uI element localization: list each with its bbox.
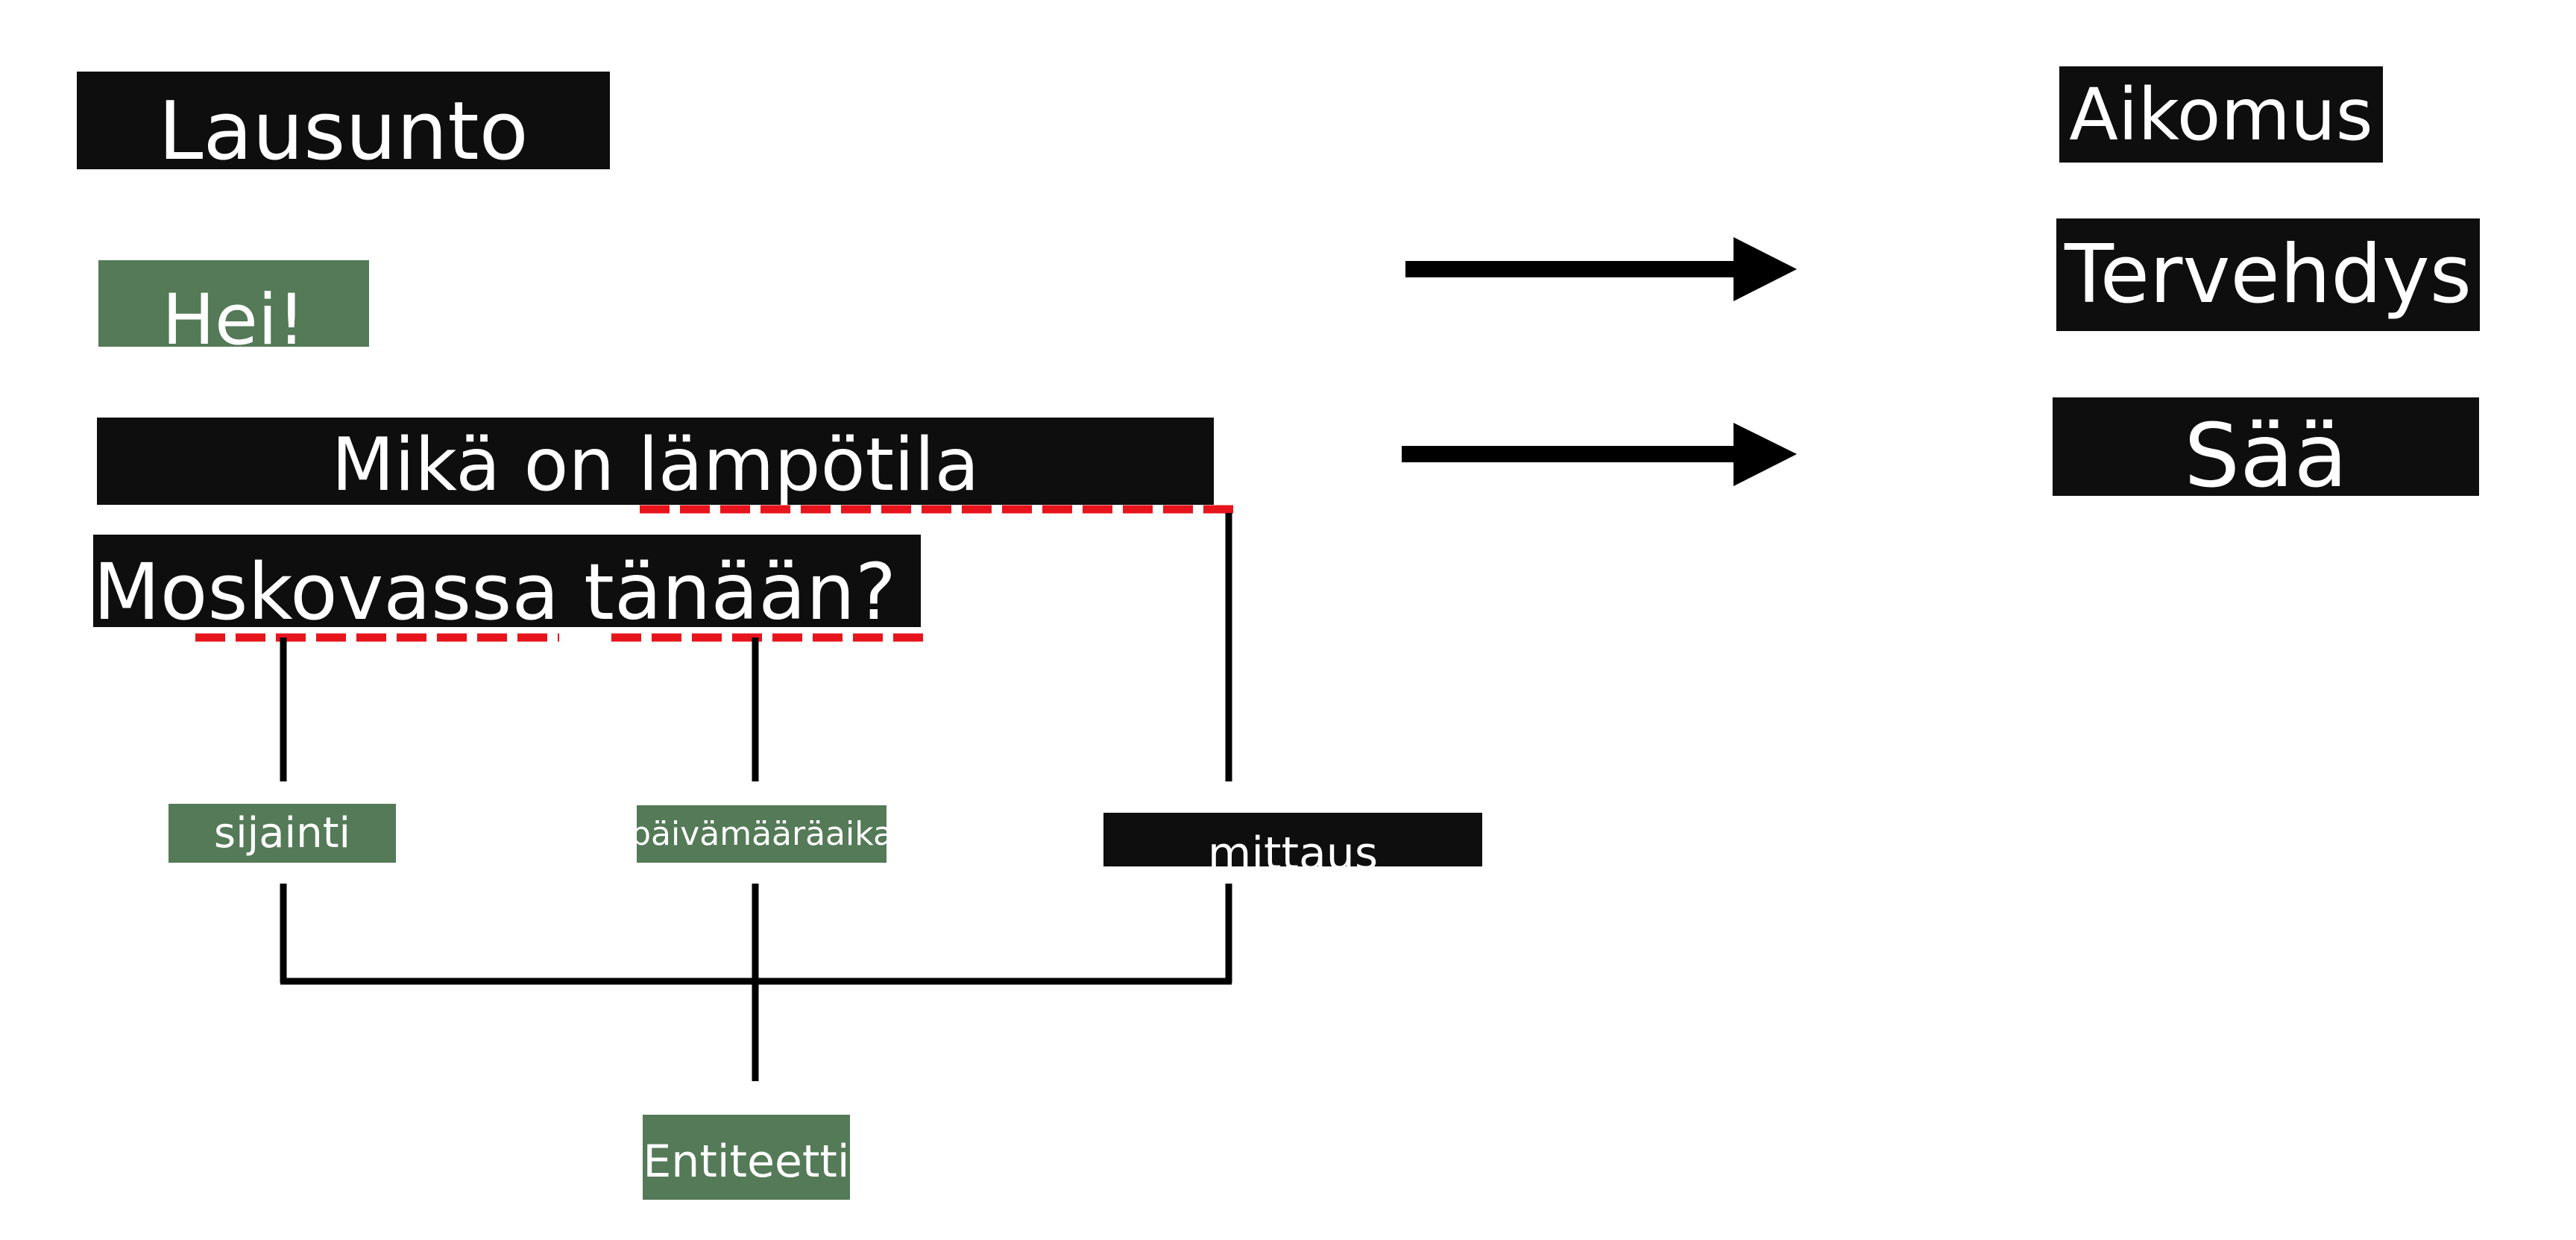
weather-intent: Sää — [2053, 397, 2479, 500]
entity-datetime: päivämääräaika — [630, 805, 893, 863]
greeting-arrow — [1405, 237, 1797, 301]
greeting-utterance: Hei! — [98, 260, 369, 356]
question-line-2: Moskovassa tänään? — [93, 535, 921, 631]
question-line-1: Mikä on lämpötila — [97, 418, 1214, 505]
intent-header: Aikomus — [2059, 66, 2383, 163]
weather-arrow — [1402, 423, 1797, 486]
entity-measurement: mittaus — [1103, 813, 1482, 876]
entity-location: sijainti — [169, 804, 396, 863]
entity-root: Entiteetti — [643, 1115, 850, 1200]
utterance-header: Lausunto — [77, 72, 610, 171]
greeting-intent: Tervehdys — [2056, 218, 2480, 331]
